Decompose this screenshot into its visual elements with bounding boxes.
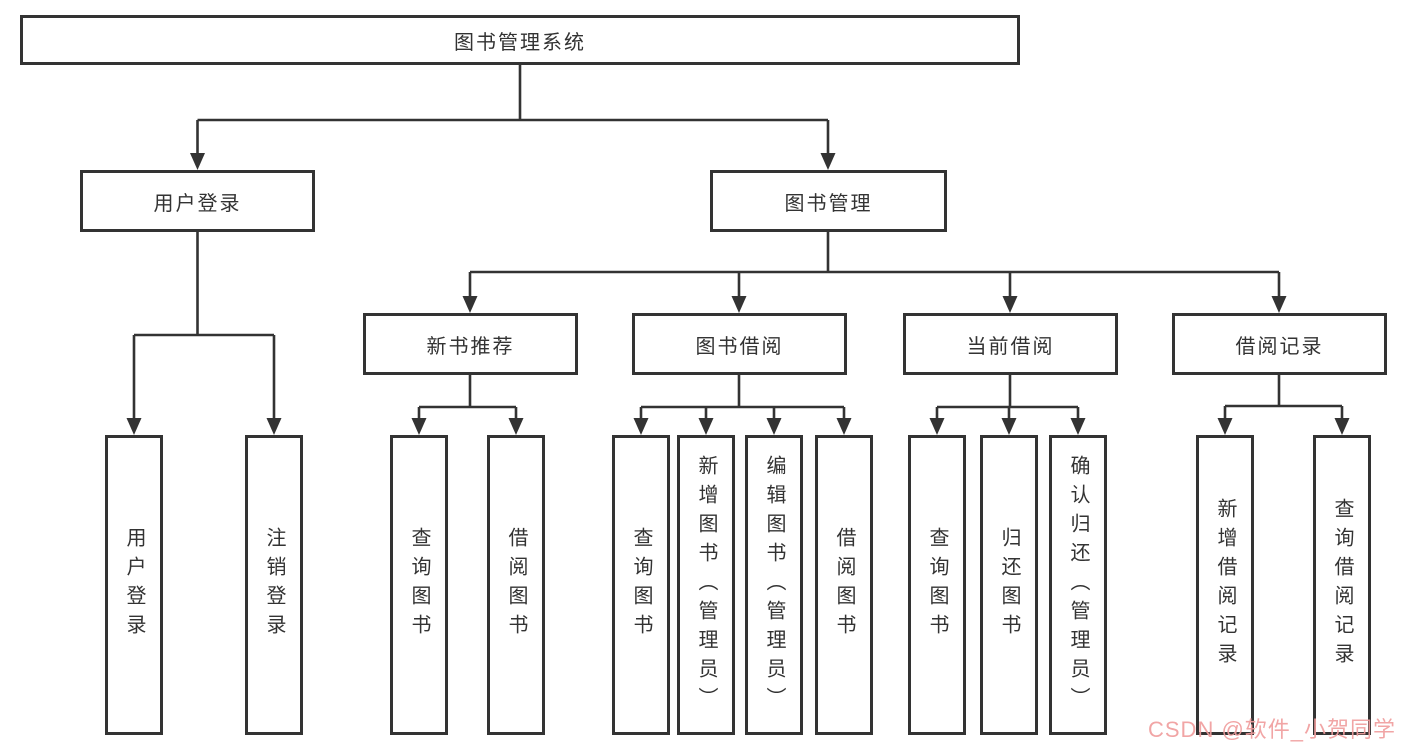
leaf-confirm-return-admin: 确认归还（管理员） — [1049, 435, 1107, 735]
node-label: 图书管理系统 — [454, 31, 586, 54]
leaf-return-books: 归还图书 — [980, 435, 1038, 735]
leaf-label: 用户登录 — [123, 527, 145, 643]
node-label: 图书管理 — [784, 192, 873, 215]
node-book-borrowing: 图书借阅 — [632, 313, 847, 375]
leaf-label: 归还图书 — [998, 527, 1020, 643]
node-user-login: 用户登录 — [80, 170, 315, 232]
node-book-management-system: 图书管理系统 — [20, 15, 1020, 65]
node-label: 用户登录 — [153, 192, 242, 215]
csdn-watermark: CSDN @软件_小贺同学 — [1148, 717, 1397, 742]
node-label: 图书借阅 — [695, 335, 784, 358]
leaf-query-books-current: 查询图书 — [908, 435, 966, 735]
leaf-label: 查询借阅记录 — [1331, 498, 1353, 672]
node-new-book-recommend: 新书推荐 — [363, 313, 578, 375]
leaf-label: 借阅图书 — [833, 527, 855, 643]
leaf-query-borrow-record: 查询借阅记录 — [1313, 435, 1371, 735]
leaf-logout: 注销登录 — [245, 435, 303, 735]
leaf-label: 查询图书 — [926, 527, 948, 643]
leaf-label: 查询图书 — [630, 527, 652, 643]
node-label: 当前借阅 — [966, 335, 1055, 358]
leaf-label: 查询图书 — [408, 527, 430, 643]
leaf-query-books-borrowing: 查询图书 — [612, 435, 670, 735]
leaf-label: 确认归还（管理员） — [1067, 454, 1089, 716]
leaf-borrow-books: 借阅图书 — [815, 435, 873, 735]
leaf-add-borrow-record: 新增借阅记录 — [1196, 435, 1254, 735]
leaf-label: 新增借阅记录 — [1214, 498, 1236, 672]
node-book-management: 图书管理 — [710, 170, 947, 232]
leaf-label: 编辑图书（管理员） — [763, 454, 785, 716]
node-label: 借阅记录 — [1235, 335, 1324, 358]
leaf-label: 注销登录 — [263, 527, 285, 643]
leaf-user-login: 用户登录 — [105, 435, 163, 735]
node-label: 新书推荐 — [426, 335, 515, 358]
node-current-borrowing: 当前借阅 — [903, 313, 1118, 375]
leaf-edit-books-admin: 编辑图书（管理员） — [745, 435, 803, 735]
leaf-add-books-admin: 新增图书（管理员） — [677, 435, 735, 735]
leaf-query-books-recommend: 查询图书 — [390, 435, 448, 735]
leaf-borrow-books-recommend: 借阅图书 — [487, 435, 545, 735]
leaf-label: 新增图书（管理员） — [695, 454, 717, 716]
node-borrowing-records: 借阅记录 — [1172, 313, 1387, 375]
leaf-label: 借阅图书 — [505, 527, 527, 643]
